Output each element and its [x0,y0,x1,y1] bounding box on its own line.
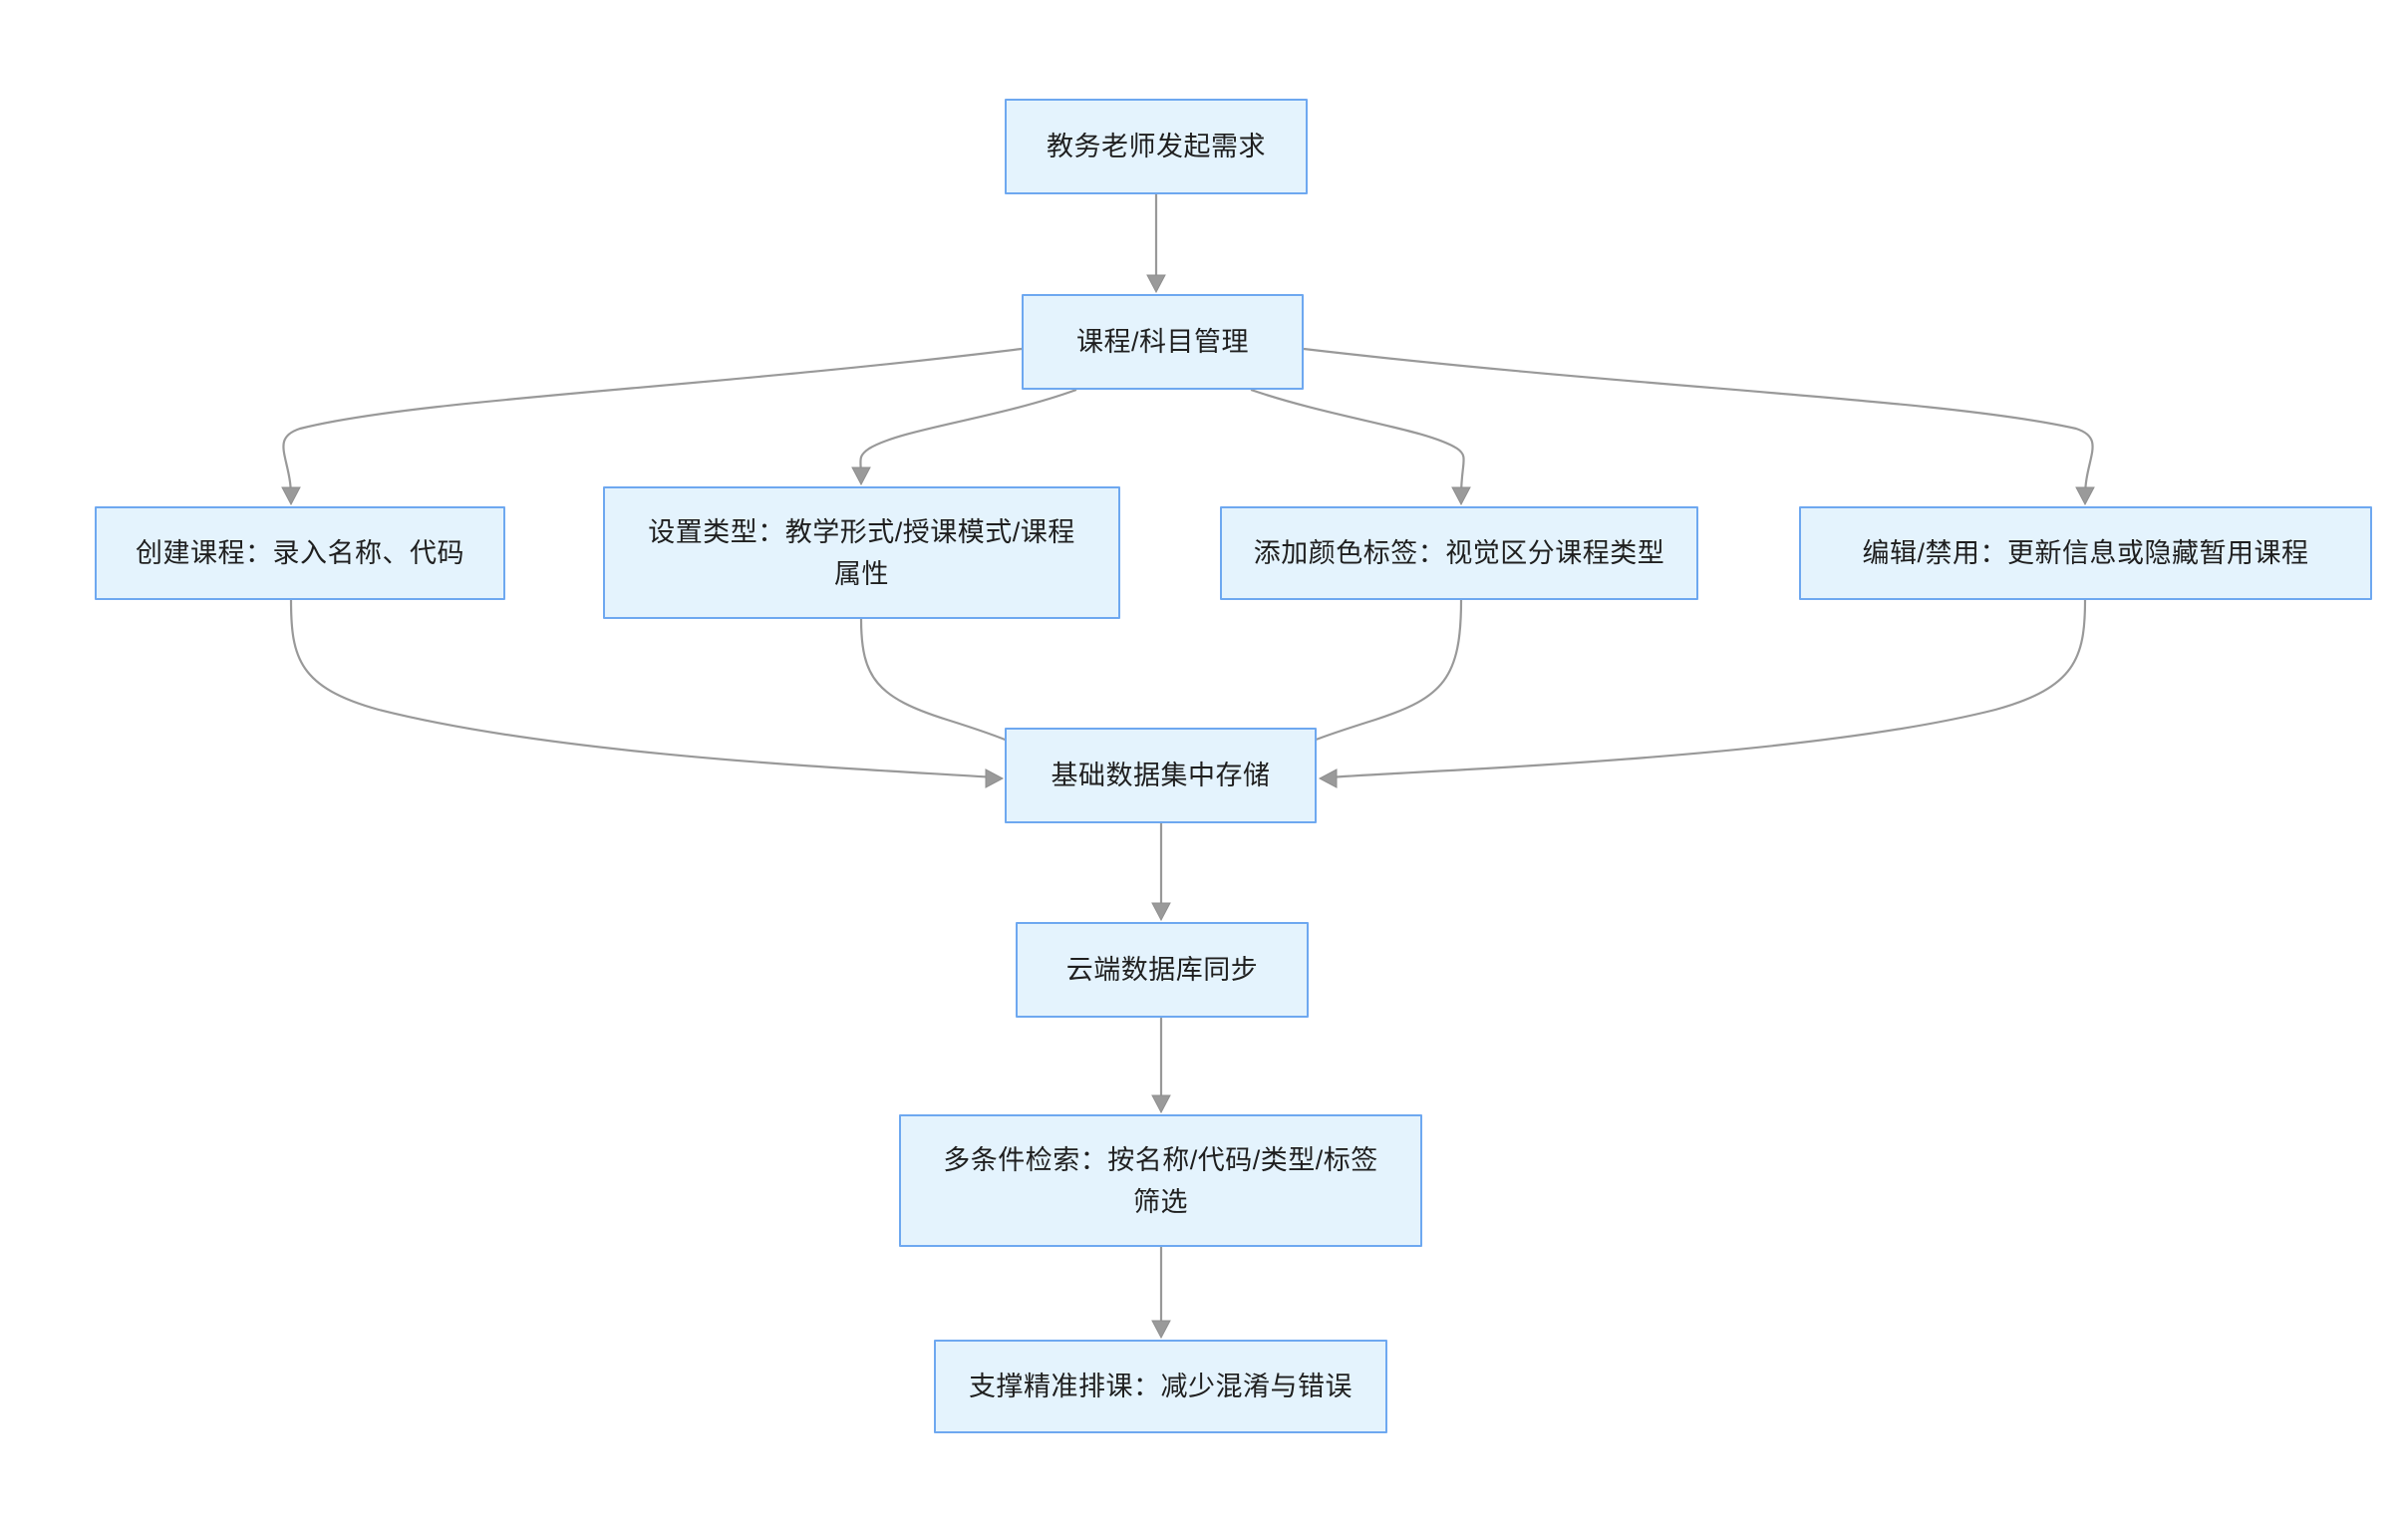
arrowhead-icon [2075,486,2095,506]
arrowhead-icon [1451,486,1471,506]
flow-node-label: 编辑/禁用：更新信息或隐藏暂用课程 [1862,538,2309,568]
arrowhead-icon [985,768,1005,788]
flow-node-label: 添加颜色标签：视觉区分课程类型 [1253,538,1665,568]
flow-node-n10[interactable]: 支撑精准排课：减少混淆与错误 [934,1340,1387,1433]
arrowhead-icon [1146,274,1166,294]
flow-node-label: 多条件检索：按名称/代码/类型/标签 筛选 [943,1144,1378,1217]
flow-node-n9[interactable]: 多条件检索：按名称/代码/类型/标签 筛选 [899,1114,1422,1247]
flow-node-n6[interactable]: 编辑/禁用：更新信息或隐藏暂用课程 [1799,506,2372,600]
flow-node-label: 云端数据库同步 [1065,955,1259,985]
flow-node-label: 创建课程：录入名称、代码 [136,538,464,568]
arrowhead-icon [1151,1320,1171,1340]
flow-edge-n6-to-n7 [1327,599,2087,779]
flow-edge-n2-to-n3 [282,347,1023,497]
flow-node-label: 支撑精准排课：减少混淆与错误 [969,1372,1353,1401]
flow-edge-n4-to-n7 [859,618,1020,747]
flow-node-label: 设置类型：教学形式/授课模式/课程 属性 [648,516,1075,589]
flow-node-n4[interactable]: 设置类型：教学形式/授课模式/课程 属性 [603,486,1120,619]
flow-edge-n3-to-n7 [289,599,996,779]
flow-node-n7[interactable]: 基础数据集中存储 [1005,728,1317,823]
arrowhead-icon [851,466,871,486]
arrowhead-icon [281,486,301,506]
flow-node-n5[interactable]: 添加颜色标签：视觉区分课程类型 [1220,506,1698,600]
arrowhead-icon [1151,902,1171,922]
flow-edge-n2-to-n4 [859,388,1077,477]
flow-edge-n2-to-n6 [1303,347,2094,497]
flow-node-n3[interactable]: 创建课程：录入名称、代码 [95,506,505,600]
edges-group [282,194,2094,1330]
flow-node-n1[interactable]: 教务老师发起需求 [1005,99,1308,194]
flow-edge-n2-to-n5 [1250,388,1465,497]
arrowhead-icon [1151,1094,1171,1114]
flow-node-label: 基础数据集中存储 [1051,761,1271,790]
flow-node-n8[interactable]: 云端数据库同步 [1016,922,1309,1018]
flow-node-n2[interactable]: 课程/科目管理 [1022,294,1304,390]
arrowhead-icon [1318,768,1338,788]
flow-node-label: 课程/科目管理 [1075,327,1249,357]
flow-node-label: 教务老师发起需求 [1047,132,1266,161]
flow-edge-n5-to-n7 [1301,599,1463,747]
